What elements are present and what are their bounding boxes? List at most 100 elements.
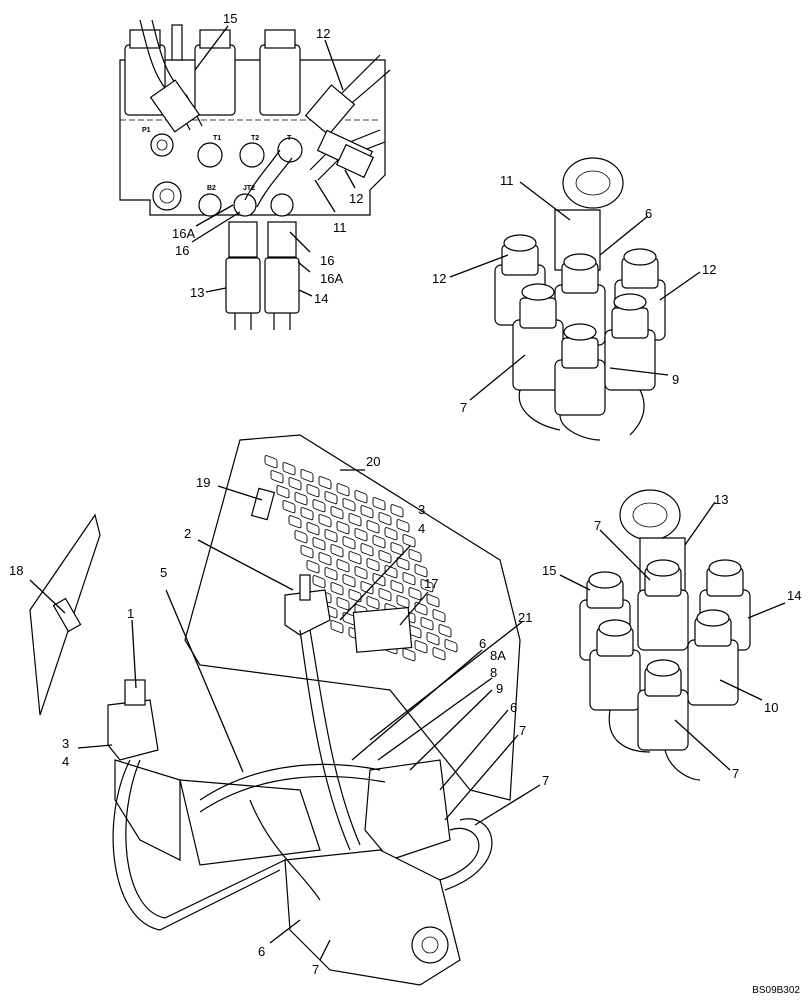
callout-15-top: 15 <box>223 11 237 26</box>
valve-block-detail: P1 T1 T2 T B2 JT2 <box>119 19 391 330</box>
decal-19 <box>250 487 276 521</box>
cap-7-detB-top <box>637 559 689 651</box>
port-b1-inner <box>159 188 175 204</box>
grille-hole <box>354 490 368 504</box>
leader-11-detA <box>519 181 571 221</box>
main-assembly <box>29 434 541 986</box>
grille-hole <box>336 559 350 573</box>
fitting-12-lower <box>335 143 375 179</box>
leader-6-main <box>351 649 483 761</box>
grille-hole <box>300 507 314 521</box>
callout-4-left: 4 <box>62 754 69 769</box>
port-p1-inner <box>156 139 168 151</box>
hose-main-d <box>309 629 361 846</box>
callout-6-main-b: 6 <box>510 700 517 715</box>
callout-12-detA-right: 12 <box>702 262 716 277</box>
leader-14-top <box>298 289 313 297</box>
grille-hole <box>414 640 428 654</box>
leader-12-detA-right <box>659 271 701 301</box>
callout-12-top-b: 12 <box>349 191 363 206</box>
callout-9-main: 9 <box>496 681 503 696</box>
callout-17: 17 <box>424 576 438 591</box>
leader-17 <box>399 591 429 626</box>
callout-7-main-b: 7 <box>542 773 549 788</box>
grille-hole <box>348 551 362 565</box>
leader-15-detB <box>559 574 591 591</box>
grille-hole <box>432 647 446 661</box>
port-label-t1: T1 <box>213 135 221 142</box>
leader-6-bottom <box>269 919 301 944</box>
callout-14-detB: 14 <box>787 588 801 603</box>
grille-hole <box>342 536 356 550</box>
grille-hole <box>324 491 338 505</box>
grille-hole <box>324 529 338 543</box>
callout-13-detB: 13 <box>714 492 728 507</box>
callout-13-top: 13 <box>190 285 204 300</box>
callout-7-detB-bottom: 7 <box>732 766 739 781</box>
hose-main-i <box>249 799 321 901</box>
hose-tails-detA <box>518 389 645 441</box>
grille-hole <box>390 542 404 556</box>
grille-hole <box>354 528 368 542</box>
swivel-ring-a <box>562 157 624 209</box>
port-label-t2: T2 <box>251 135 259 142</box>
cap-lower-left-detB <box>589 619 641 711</box>
grille-hole <box>288 477 302 491</box>
leader-7-detB-top <box>599 529 651 581</box>
port-label-jt2: JT2 <box>243 185 255 192</box>
top-fitting-3 <box>259 44 301 116</box>
leader-15 <box>194 25 229 71</box>
grille-hole <box>360 543 374 557</box>
swivel-ring-b <box>619 489 681 541</box>
decal-17 <box>352 606 413 653</box>
grille-hole <box>318 476 332 490</box>
grille-hole <box>342 498 356 512</box>
callout-6-main: 6 <box>479 636 486 651</box>
control-2 <box>284 589 331 636</box>
frame-left <box>114 759 181 861</box>
grille-hole <box>366 596 380 610</box>
grille-hole <box>378 550 392 564</box>
grille-hole <box>420 579 434 593</box>
frame-center <box>179 779 321 866</box>
cap-10-detB <box>687 609 739 706</box>
callout-21: 21 <box>518 610 532 625</box>
fitting-detail-b <box>559 489 786 781</box>
grille-hole <box>330 544 344 558</box>
hose-main-h <box>199 775 386 813</box>
hose-end-14 <box>264 257 300 314</box>
leader-5 <box>165 589 244 773</box>
leader-1 <box>131 619 137 689</box>
leader-2 <box>197 539 294 591</box>
callout-3-left: 3 <box>62 736 69 751</box>
leader-16-right <box>289 231 311 253</box>
callout-11-top: 11 <box>333 220 347 235</box>
cap-9-detA <box>554 323 606 416</box>
grille-hole <box>402 572 416 586</box>
grille-hole <box>396 519 410 533</box>
grille-hole <box>414 564 428 578</box>
grille-hole <box>276 485 290 499</box>
port-b2 <box>198 193 222 217</box>
cap-7-detA <box>512 283 564 391</box>
grille-hole <box>366 558 380 572</box>
swivel-ring-b-inner <box>632 502 668 528</box>
callout-19: 19 <box>196 475 210 490</box>
callout-18: 18 <box>9 563 23 578</box>
callout-12-detA-left: 12 <box>432 271 446 286</box>
grille-hole <box>300 545 314 559</box>
leader-10-detB <box>719 679 763 701</box>
callout-10-detB: 10 <box>764 700 778 715</box>
callout-12-top: 12 <box>316 26 330 41</box>
grille-hole <box>402 534 416 548</box>
hose-main-f <box>444 818 493 891</box>
grille-hole <box>396 595 410 609</box>
callout-5: 5 <box>160 565 167 580</box>
grille-hole <box>378 588 392 602</box>
cap-right-lower-detA <box>604 293 656 391</box>
fitting-16a-left <box>228 221 258 258</box>
grille-hole <box>318 552 332 566</box>
grille-hole <box>294 492 308 506</box>
grille-hole <box>300 469 314 483</box>
